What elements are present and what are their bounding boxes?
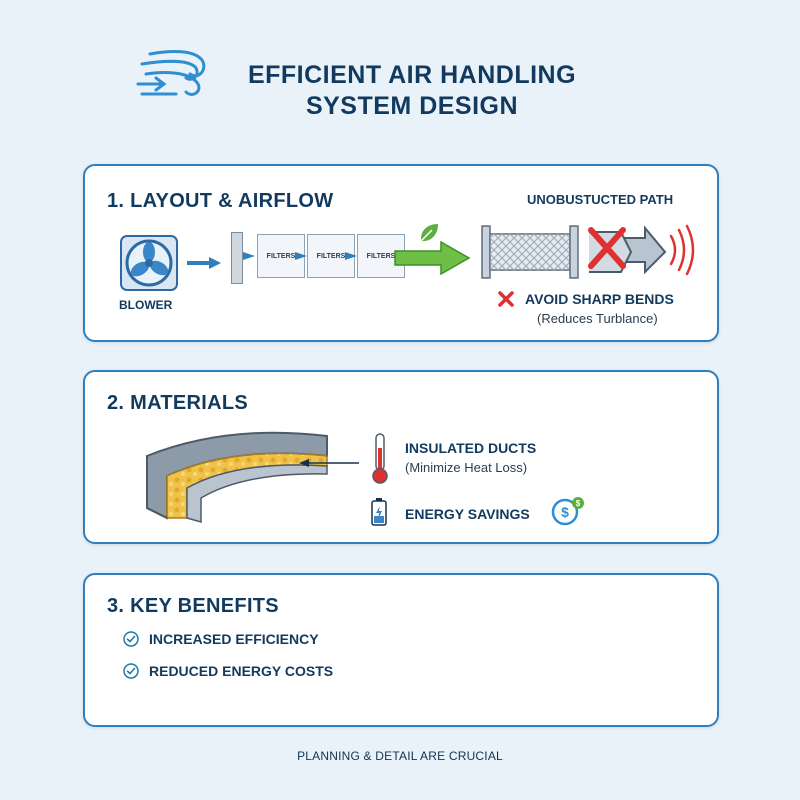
benefit-item: INCREASED EFFICIENCY xyxy=(149,631,319,647)
path-label: UNOBUSTUCTED PATH xyxy=(527,192,674,207)
arrow-small-icon xyxy=(345,252,357,260)
blower-label: BLOWER xyxy=(119,298,173,312)
pointer-arrow-icon xyxy=(299,459,359,467)
benefit-item: REDUCED ENERGY COSTS xyxy=(149,663,334,679)
insulated-label: INSULATED DUCTS xyxy=(405,440,537,456)
section-heading: 2. MATERIALS xyxy=(107,392,249,414)
battery-icon xyxy=(371,498,387,526)
key-benefits-card: 3. KEY BENEFITS INCREASED EFFICIENCY RED… xyxy=(83,573,719,727)
straight-duct-icon xyxy=(481,225,579,279)
arrow-small-icon xyxy=(243,252,255,260)
red-x-icon xyxy=(498,291,514,307)
arrow-right-icon xyxy=(187,257,221,269)
insulated-duct-icon xyxy=(146,431,328,523)
section-heading: 1. LAYOUT & AIRFLOW xyxy=(107,190,334,212)
svg-text:$: $ xyxy=(561,504,569,520)
layout-airflow-card: 1. LAYOUT & AIRFLOW BLOWER FILTERS FILTE… xyxy=(83,164,719,342)
insulated-note: (Minimize Heat Loss) xyxy=(405,460,528,475)
close-icon xyxy=(588,227,626,269)
damper-plate xyxy=(231,232,243,284)
footer-note: PLANNING & DETAIL ARE CRUCIAL xyxy=(297,749,503,763)
airflow-icon xyxy=(136,50,206,96)
avoid-note: (Reduces Turblance) xyxy=(537,311,658,326)
section-heading: 3. KEY BENEFITS xyxy=(107,595,279,617)
arrow-small-icon xyxy=(295,252,307,260)
check-circle-icon xyxy=(123,631,139,647)
dollar-savings-icon: $ $ xyxy=(551,497,584,526)
svg-text:$: $ xyxy=(576,499,581,508)
page-title: EFFICIENT AIR HANDLING SYSTEM DESIGN xyxy=(247,61,577,120)
header: EFFICIENT AIR HANDLING SYSTEM DESIGN xyxy=(0,0,800,150)
check-circle-icon xyxy=(123,663,139,679)
blower-fan-icon xyxy=(120,235,178,291)
materials-card: 2. MATERIALS INSULATED DUCTS (Minimize H… xyxy=(83,370,719,544)
avoid-label: AVOID SHARP BENDS xyxy=(525,291,674,307)
leaf-icon xyxy=(420,224,438,242)
green-arrow-icon xyxy=(394,240,471,276)
thermometer-icon xyxy=(372,433,388,484)
energy-label: ENERGY SAVINGS xyxy=(405,506,530,522)
